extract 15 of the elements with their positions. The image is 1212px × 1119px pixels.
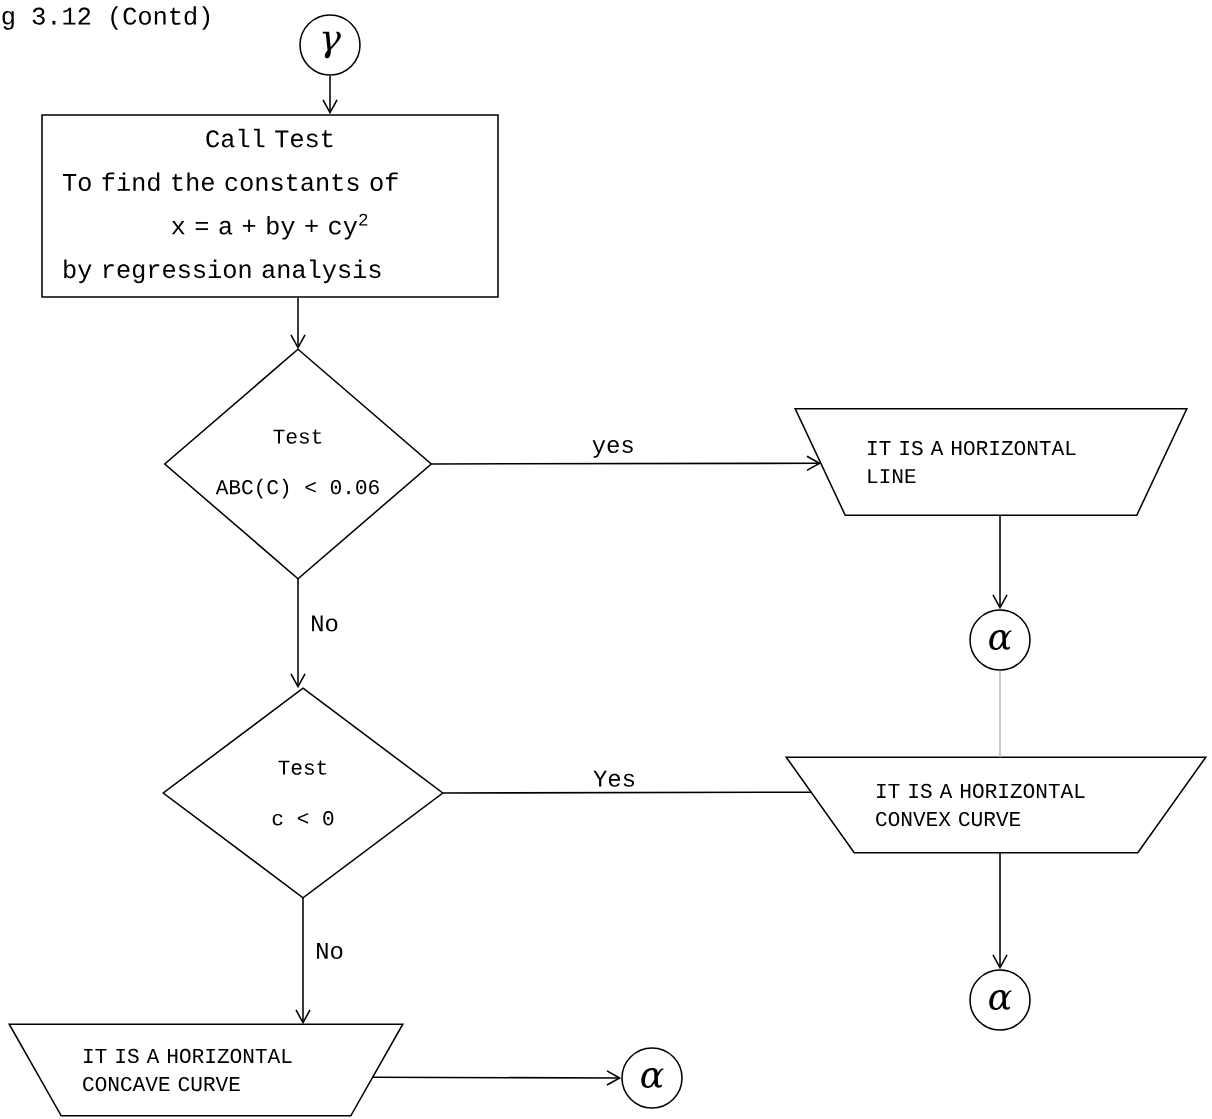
arrow [290,578,306,689]
arrow [430,455,822,472]
edge-label: Yes [593,770,635,787]
arrow [290,297,306,350]
arrow [295,897,311,1025]
edge-label: No [312,615,338,632]
figure-title: g 3.12 (Contd) [2,6,210,30]
process-box: Call Test To find the constants of x = a + by + cy$^{2}$ by regression analysis [41,114,499,298]
edge-label: yes [592,440,633,458]
arrow [322,75,338,115]
edge-label: No [317,943,343,959]
arrow [992,514,1008,610]
arrow [371,1070,622,1086]
output-trapezoid: IT IS A HORIZONTAL LINE [794,407,1188,517]
arrow [992,852,1008,970]
